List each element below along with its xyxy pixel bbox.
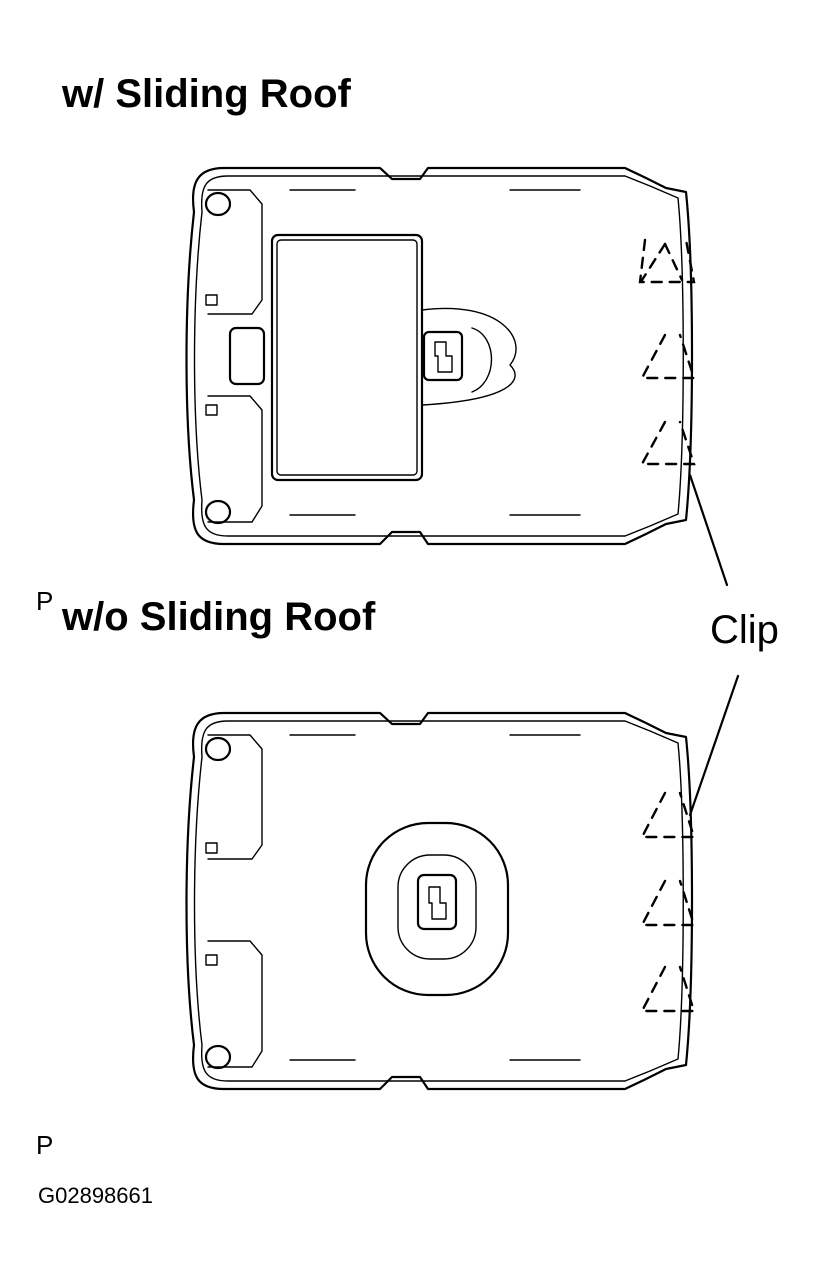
clip-leader-top bbox=[688, 473, 729, 587]
dome-lamp-inner-surround bbox=[397, 854, 477, 960]
dashed-triangle-clip-icon bbox=[640, 791, 696, 839]
dashed-triangle-clip-icon bbox=[663, 242, 684, 282]
headliner-outline bbox=[185, 711, 694, 1091]
sliding-roof-inner-edge bbox=[276, 239, 418, 476]
sunvisor-clip-left-icon bbox=[205, 842, 218, 854]
edge-grooves bbox=[289, 734, 581, 1061]
title-with-sliding-roof: w/ Sliding Roof bbox=[62, 72, 351, 116]
sunvisor-clip-right-icon bbox=[205, 404, 218, 416]
headliner-without-sliding-roof-icon bbox=[185, 711, 696, 1091]
dashed-triangle-clip-icon bbox=[639, 420, 696, 466]
headliner-with-sliding-roof-icon bbox=[185, 166, 696, 546]
dashed-triangle-clip-icon bbox=[640, 242, 667, 282]
clip-leader-bottom bbox=[688, 674, 740, 817]
dashed-triangle-clip-icon bbox=[638, 238, 696, 284]
front-right-recess bbox=[207, 395, 263, 523]
dome-lamp-surround bbox=[421, 307, 517, 406]
front-left-recess bbox=[207, 189, 263, 315]
dashed-triangle-clip-icon bbox=[640, 965, 696, 1013]
dome-lamp-curve bbox=[471, 327, 493, 393]
headliner-outline bbox=[185, 166, 694, 546]
marker-p-bottom: P bbox=[36, 1130, 54, 1160]
dome-lamp-outer-surround bbox=[364, 821, 510, 997]
dashed-triangle-clip-icon bbox=[640, 879, 696, 927]
sliding-roof-opening-icon bbox=[270, 233, 424, 482]
grab-handle-left-icon bbox=[204, 736, 232, 762]
clip-callout-label: Clip bbox=[710, 608, 779, 652]
marker-p-top: P bbox=[36, 586, 54, 616]
dome-lamp-icon bbox=[422, 330, 464, 382]
grab-handle-right-icon bbox=[204, 499, 232, 525]
grab-handle-left-icon bbox=[204, 191, 232, 217]
grab-handle-right-icon bbox=[204, 1044, 232, 1070]
dome-lamp-switch-icon bbox=[434, 341, 453, 373]
sunvisor-clip-right-icon bbox=[205, 954, 218, 966]
dome-lamp-switch-icon bbox=[428, 886, 447, 920]
edge-grooves bbox=[289, 189, 581, 516]
front-left-recess bbox=[207, 734, 263, 860]
dashed-triangle-clip-icon bbox=[639, 333, 696, 380]
sunvisor-clip-left-icon bbox=[205, 294, 218, 306]
map-lamp-opening-icon bbox=[228, 326, 266, 386]
headliner-inner-edge bbox=[193, 175, 684, 537]
title-without-sliding-roof: w/o Sliding Roof bbox=[62, 595, 376, 639]
dome-lamp-icon bbox=[416, 873, 458, 931]
headliner-inner-edge bbox=[193, 720, 684, 1082]
figure-code: G02898661 bbox=[38, 1183, 153, 1208]
front-right-recess bbox=[207, 940, 263, 1068]
